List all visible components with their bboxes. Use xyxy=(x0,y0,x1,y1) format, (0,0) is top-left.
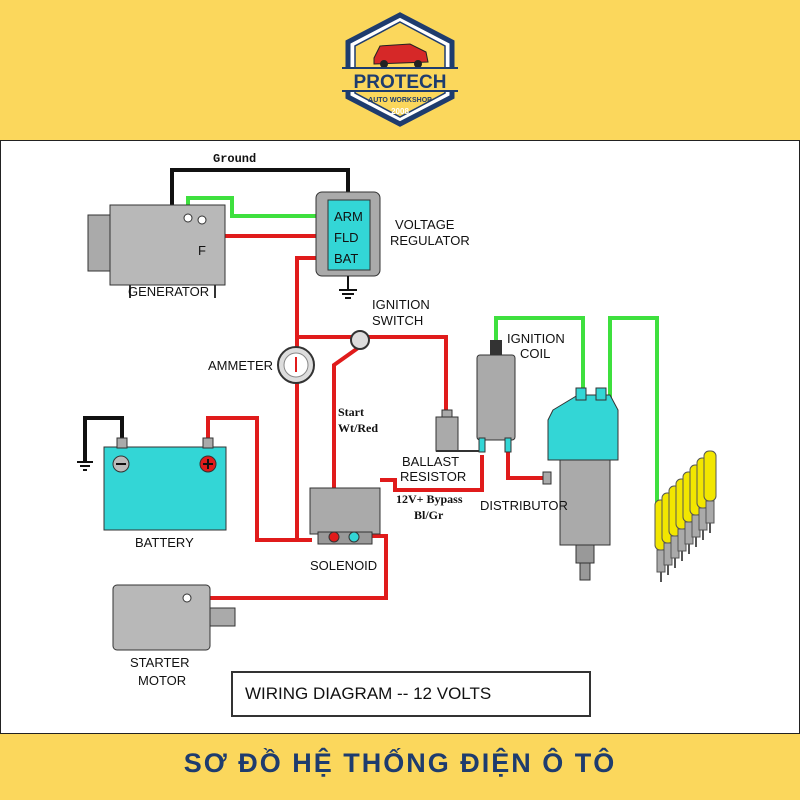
bypass-label-1: 12V+ Bypass xyxy=(396,492,463,506)
spark-plug xyxy=(703,450,717,533)
ammeter xyxy=(277,346,315,384)
generator xyxy=(87,204,226,298)
battery-ground-wire xyxy=(83,416,124,462)
logo-year: 2008 xyxy=(391,107,409,116)
spark-plugs xyxy=(654,450,717,582)
coil-label-2: COIL xyxy=(520,346,550,361)
coil-label-1: IGNITION xyxy=(507,331,565,346)
battery-label: BATTERY xyxy=(135,535,194,550)
regulator-fld: FLD xyxy=(334,230,359,245)
switch-feed-wire xyxy=(297,335,448,412)
battery-positive-wire xyxy=(206,416,312,542)
regulator-bat: BAT xyxy=(334,251,358,266)
ballast-resistor xyxy=(435,409,484,452)
footer-title: SƠ ĐỒ HỆ THỐNG ĐIỆN Ô TÔ xyxy=(183,748,617,778)
starter-label-2: MOTOR xyxy=(138,673,186,688)
ignition-switch xyxy=(350,330,370,350)
start-wire xyxy=(332,346,360,492)
ignition-coil xyxy=(476,340,516,453)
ballast-label-2: RESISTOR xyxy=(400,469,466,484)
battery xyxy=(77,437,227,531)
voltage-regulator xyxy=(315,191,381,299)
logo-brand: PROTECH xyxy=(354,72,447,93)
distributor xyxy=(542,387,619,581)
protech-logo: PROTECH AUTO WORKSHOP 2008 xyxy=(342,12,458,127)
starter-label-1: STARTER xyxy=(130,655,189,670)
solenoid-label: SOLENOID xyxy=(310,558,377,573)
ground-wire xyxy=(170,168,350,218)
diagram-caption: WIRING DIAGRAM -- 12 VOLTS xyxy=(245,684,491,703)
regulator-label-2: REGULATOR xyxy=(390,233,470,248)
ignition-switch-label-2: SWITCH xyxy=(372,313,423,328)
solenoid xyxy=(309,487,381,545)
ground-label: Ground xyxy=(213,152,256,166)
distributor-label: DISTRIBUTOR xyxy=(480,498,568,513)
regulator-label-1: VOLTAGE xyxy=(395,217,455,232)
ignition-switch-label-1: IGNITION xyxy=(372,297,430,312)
caption-box xyxy=(231,671,591,717)
plug-hv-wire xyxy=(608,316,659,505)
field-green-wire xyxy=(186,196,318,218)
generator-label: GENERATOR xyxy=(128,284,209,299)
bypass-wire xyxy=(380,455,484,492)
generator-f-terminal: F xyxy=(198,243,206,258)
start-wire-label-1: Start xyxy=(338,405,364,419)
start-wire-label-2: Wt/Red xyxy=(338,421,378,435)
regulator-arm: ARM xyxy=(334,209,363,224)
coil-hv-wire xyxy=(494,316,585,400)
coil-distributor-wire xyxy=(506,450,548,480)
starter-motor xyxy=(112,584,236,651)
logo-subtitle: AUTO WORKSHOP xyxy=(368,97,432,104)
ballast-label-1: BALLAST xyxy=(402,454,459,469)
bypass-label-2: Bl/Gr xyxy=(414,508,444,522)
ammeter-label: AMMETER xyxy=(208,358,273,373)
